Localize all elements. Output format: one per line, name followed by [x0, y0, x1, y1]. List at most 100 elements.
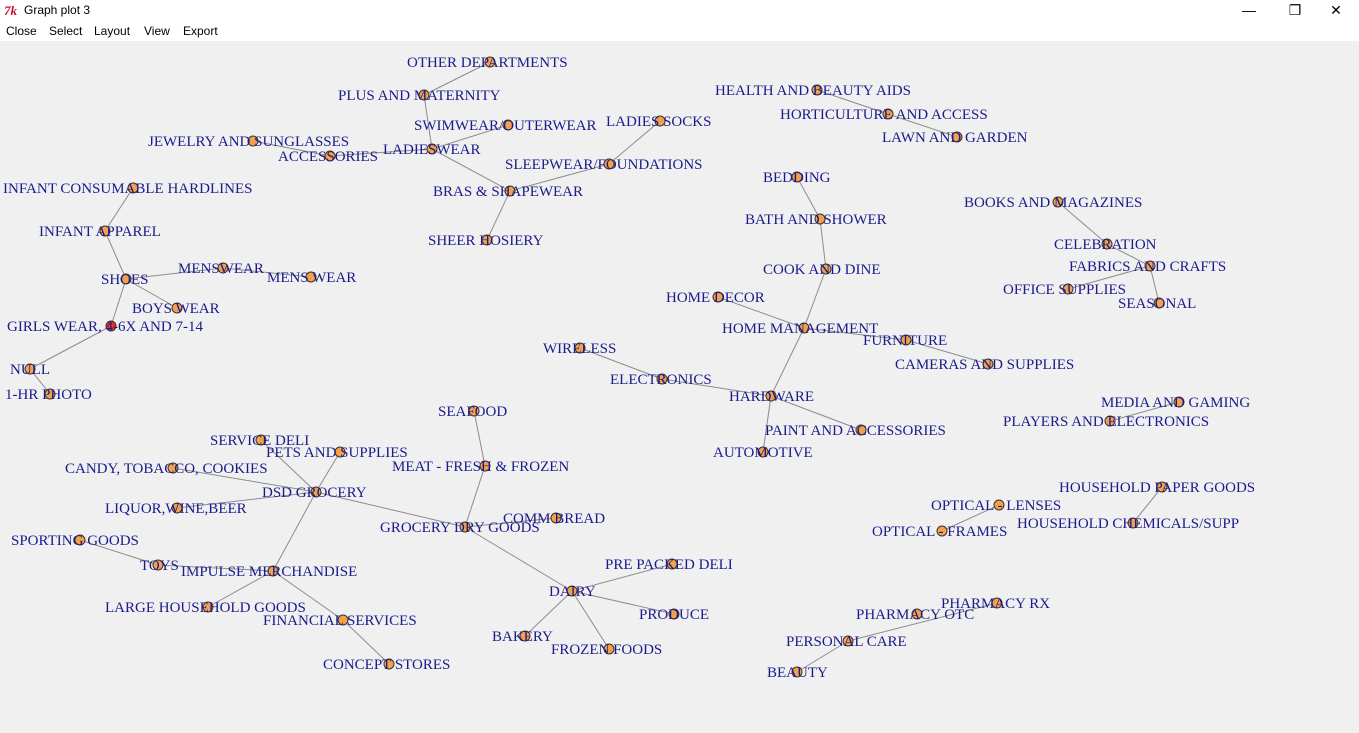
- graph-node[interactable]: SLEEPWEAR/FOUNDATIONS: [505, 157, 703, 173]
- graph-node[interactable]: BEAUTY: [767, 665, 828, 681]
- graph-node-dot[interactable]: [1052, 196, 1064, 208]
- graph-node-dot[interactable]: [991, 597, 1003, 609]
- graph-node-dot[interactable]: [1127, 517, 1139, 529]
- graph-node[interactable]: PLAYERS AND ELECTRONICS: [1003, 414, 1209, 430]
- graph-node-dot[interactable]: [603, 643, 615, 655]
- graph-node[interactable]: MEAT - FRESH & FROZEN: [392, 459, 569, 475]
- graph-node-dot[interactable]: [791, 171, 803, 183]
- graph-node[interactable]: PERSONAL CARE: [786, 634, 907, 650]
- graph-node[interactable]: LARGE HOUSEHOLD GOODS: [105, 600, 306, 616]
- graph-node[interactable]: PRE PACKED DELI: [605, 557, 733, 573]
- graph-node-dot[interactable]: [1062, 283, 1074, 295]
- graph-node-dot[interactable]: [74, 534, 86, 546]
- graph-node[interactable]: HOUSEHOLD CHEMICALS/SUPP: [1017, 516, 1239, 532]
- graph-node[interactable]: ELECTRONICS: [610, 372, 712, 388]
- graph-node-dot[interactable]: [1101, 238, 1113, 250]
- graph-node-dot[interactable]: [305, 271, 317, 283]
- graph-node-dot[interactable]: [255, 434, 267, 446]
- graph-node-dot[interactable]: [757, 446, 769, 458]
- graph-node[interactable]: PLUS AND MATERNITY: [338, 88, 501, 104]
- graph-node[interactable]: PETS AND SUPPLIES: [266, 445, 408, 461]
- graph-node[interactable]: OTHER DEPARTMENTS: [407, 55, 568, 71]
- graph-node-dot[interactable]: [99, 225, 111, 237]
- graph-node-dot[interactable]: [468, 405, 480, 417]
- graph-node-dot[interactable]: [324, 150, 336, 162]
- graph-node-dot[interactable]: [171, 502, 183, 514]
- graph-node-dot[interactable]: [712, 291, 724, 303]
- graph-node-dot[interactable]: [900, 334, 912, 346]
- graph-node-dot[interactable]: [481, 234, 493, 246]
- graph-node-dot[interactable]: [1156, 481, 1168, 493]
- graph-node-dot[interactable]: [654, 115, 666, 127]
- graph-node[interactable]: PRODUCE: [639, 607, 709, 623]
- menu-select[interactable]: Select: [49, 24, 83, 38]
- close-window-button[interactable]: ✕: [1330, 2, 1342, 18]
- graph-node[interactable]: BEDDING: [763, 170, 831, 186]
- graph-node[interactable]: AUTOMOTIVE: [713, 445, 813, 461]
- graph-node-dot[interactable]: [993, 499, 1005, 511]
- menu-layout[interactable]: Layout: [94, 24, 131, 38]
- graph-node[interactable]: JEWELRY AND SUNGLASSES: [148, 134, 349, 150]
- graph-node-dot[interactable]: [842, 635, 854, 647]
- graph-node[interactable]: PAINT AND ACCESSORIES: [765, 423, 946, 439]
- graph-node[interactable]: MENSWEAR: [178, 261, 264, 277]
- graph-node-dot[interactable]: [666, 558, 678, 570]
- graph-node-dot[interactable]: [1104, 415, 1116, 427]
- graph-node-dot[interactable]: [911, 608, 923, 620]
- graph-node-dot[interactable]: [603, 158, 615, 170]
- graph-node-dot[interactable]: [550, 512, 562, 524]
- graph-node[interactable]: SEASONAL: [1118, 296, 1196, 312]
- graph-node-dot[interactable]: [24, 363, 36, 375]
- graph-node[interactable]: GROCERY DRY GOODS: [380, 520, 540, 536]
- graph-node-dot[interactable]: [951, 131, 963, 143]
- graph-node[interactable]: ACCESSORIES: [278, 149, 378, 165]
- graph-node[interactable]: TOYS: [140, 558, 179, 574]
- graph-node[interactable]: PHARMACY OTC: [856, 607, 974, 623]
- graph-node-dot[interactable]: [798, 322, 810, 334]
- graph-node-dot[interactable]: [656, 373, 668, 385]
- graph-node[interactable]: SEAFOOD: [438, 404, 507, 420]
- graph-node[interactable]: MENS WEAR: [267, 270, 356, 286]
- graph-node-dot[interactable]: [1153, 297, 1165, 309]
- graph-node[interactable]: BATH AND SHOWER: [745, 212, 887, 228]
- graph-node-dot[interactable]: [310, 486, 322, 498]
- graph-node-dot[interactable]: [504, 185, 516, 197]
- graph-node-dot[interactable]: [1173, 396, 1185, 408]
- graph-node-dot[interactable]: [668, 608, 680, 620]
- graph-node[interactable]: SPORTING GOODS: [11, 533, 139, 549]
- graph-node-dot[interactable]: [459, 521, 471, 533]
- graph-node[interactable]: COMM BREAD: [503, 511, 605, 527]
- graph-node[interactable]: COOK AND DINE: [763, 262, 881, 278]
- graph-node-dot[interactable]: [217, 262, 229, 274]
- graph-node[interactable]: CAMERAS AND SUPPLIES: [895, 357, 1074, 373]
- graph-node[interactable]: FINANCIAL SERVICES: [263, 613, 417, 629]
- graph-node-dot[interactable]: [337, 614, 349, 626]
- graph-node[interactable]: FABRICS AND CRAFTS: [1069, 259, 1226, 275]
- graph-node-dot[interactable]: [566, 585, 578, 597]
- graph-node-dot[interactable]: [574, 342, 586, 354]
- graph-node[interactable]: SHEER HOSIERY: [428, 233, 544, 249]
- graph-node[interactable]: BOYS WEAR: [132, 301, 220, 317]
- menu-export[interactable]: Export: [183, 24, 218, 38]
- graph-node-dot[interactable]: [267, 565, 279, 577]
- menu-close[interactable]: Close: [6, 24, 37, 38]
- graph-node-dot[interactable]: [202, 601, 214, 613]
- graph-node[interactable]: DAIRY: [549, 584, 596, 600]
- graph-node[interactable]: HORTICULTURE AND ACCESS: [780, 107, 988, 123]
- graph-node[interactable]: MEDIA AND GAMING: [1101, 395, 1250, 411]
- graph-node[interactable]: WIRELESS: [543, 341, 616, 357]
- graph-node[interactable]: INFANT CONSUMABLE HARDLINES: [3, 181, 252, 197]
- graph-node-dot[interactable]: [982, 358, 994, 370]
- graph-node[interactable]: LADIESWEAR: [383, 142, 481, 158]
- graph-node-dot[interactable]: [519, 630, 531, 642]
- graph-node[interactable]: INFANT APPAREL: [39, 224, 161, 240]
- graph-node[interactable]: HEALTH AND BEAUTY AIDS: [715, 83, 911, 99]
- graph-node-dot[interactable]: [171, 302, 183, 314]
- graph-node[interactable]: HARDWARE: [729, 389, 814, 405]
- graph-node[interactable]: HOME DECOR: [666, 290, 765, 306]
- graph-node[interactable]: BRAS & SHAPEWEAR: [433, 184, 583, 200]
- graph-node-dot[interactable]: [127, 182, 139, 194]
- graph-node[interactable]: FURNITURE: [863, 333, 947, 349]
